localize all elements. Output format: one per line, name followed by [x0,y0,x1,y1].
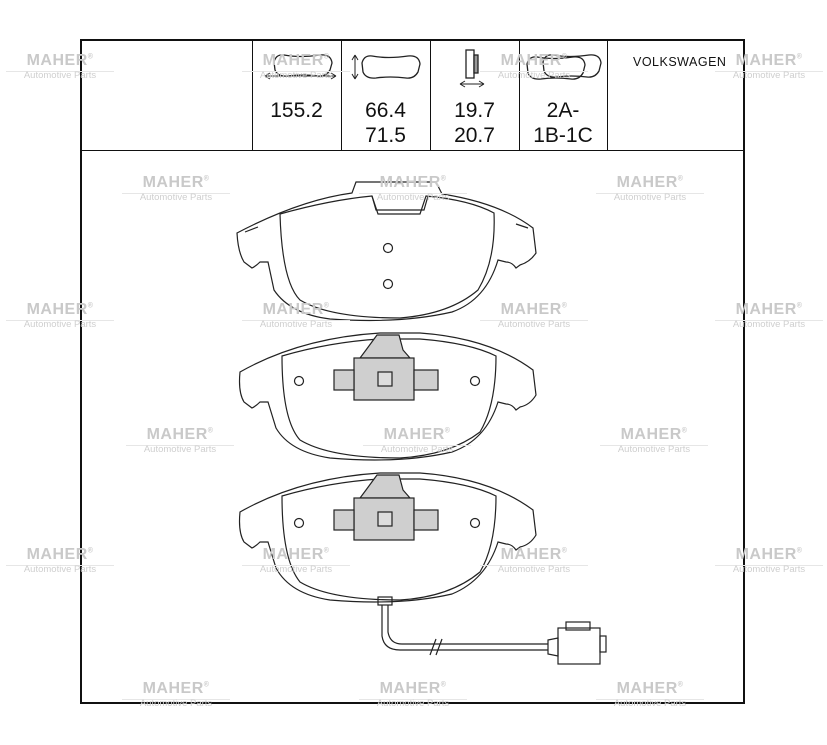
header-col-divider [252,39,253,151]
height-value-1: 66.4 [365,99,406,122]
height-values: 66.4 71.5 [341,98,430,148]
thickness-value-2: 20.7 [454,124,495,147]
shim-clip-drawing [333,474,439,541]
pad-set-icon [526,54,602,80]
set-values: 2A- 1B-1C [519,98,607,148]
thickness-values: 19.7 20.7 [430,98,519,148]
pad-height-icon [351,54,421,80]
length-value: 155.2 [270,99,323,122]
pad-backing-plate-drawing [236,181,537,322]
pad-thickness-icon [459,49,485,88]
thickness-value-1: 19.7 [454,99,495,122]
drawing-frame [80,39,745,704]
header-col-divider [430,39,431,151]
height-value-2: 71.5 [365,124,406,147]
set-value-2: 1B-1C [533,124,593,147]
header-divider [80,150,745,151]
pad-length-icon [264,54,337,80]
wear-sensor-cable-drawing [377,596,607,665]
header-col-divider [519,39,520,151]
shim-clip-drawing [333,334,439,401]
header-col-divider [341,39,342,151]
set-value-1: 2A- [546,99,580,122]
header-col-divider [607,39,608,151]
vehicle-brand: VOLKSWAGEN [633,55,727,69]
